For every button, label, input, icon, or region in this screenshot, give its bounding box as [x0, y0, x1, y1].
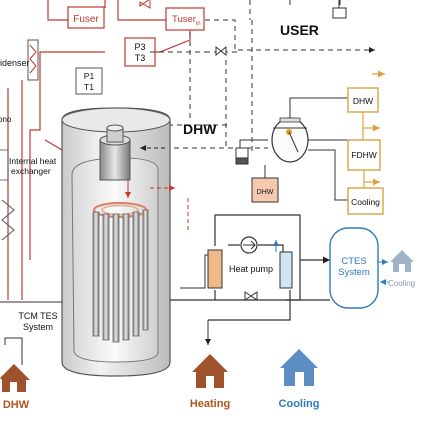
tcm-tes-system: TCM TES System — [0, 301, 62, 365]
internal-heat-label-1: Internal heat — [9, 156, 57, 166]
tank-icon — [271, 117, 309, 163]
ctes-label-2: System — [338, 267, 370, 278]
house-icon-ctes — [390, 250, 414, 272]
heat-pump-condenser — [207, 249, 223, 289]
valve-icon — [244, 291, 258, 301]
bottom-heating-label: Heating — [190, 398, 230, 410]
house-icon-heating — [192, 354, 228, 388]
t1-label: T1 — [84, 82, 94, 92]
storage-tank — [61, 107, 189, 377]
user-label: USER — [280, 22, 319, 38]
pump-icon — [240, 236, 258, 254]
tcm-tes-label-1: TCM TES — [18, 311, 57, 321]
dhw-main-label: DHW — [183, 121, 217, 137]
internal-heat-label-2: exchanger — [11, 166, 51, 176]
cooling-box-label: Cooling — [351, 197, 380, 207]
condenser: idenser — [0, 39, 39, 81]
p3-label: P3 — [134, 42, 145, 52]
valve-icon-top — [215, 45, 227, 57]
top-right-sensor-icon — [332, 0, 347, 19]
dhw-small-label: DHW — [257, 189, 274, 196]
tuser-box: Tuserin — [165, 7, 205, 31]
p1-label: P1 — [84, 71, 95, 81]
internal-heat-exchanger-left: Internal heat exchanger — [0, 149, 57, 241]
tcm-tes-label-2: System — [23, 322, 53, 332]
orange-arrows — [362, 70, 385, 188]
red-flow-arrows — [125, 180, 189, 230]
gauge-icon — [235, 147, 249, 165]
ctes-label-1: CTES — [341, 256, 366, 267]
red-piping-left — [7, 0, 191, 300]
valve-icon — [139, 0, 151, 9]
bottom-dhw-label: DHW — [3, 399, 30, 411]
house-icon-dhw — [0, 364, 30, 392]
heat-pump-loop — [170, 214, 330, 345]
heat-pump-label: Heat pump — [229, 264, 273, 274]
left-partial-label: ono — [0, 115, 12, 124]
dhw-small-box: DHW — [251, 165, 279, 203]
t3-label: T3 — [135, 53, 146, 63]
heat-pump-evaporator — [279, 251, 293, 289]
dhw-box-right: DHW — [347, 87, 379, 113]
cooling-gray-label: Cooling — [388, 279, 415, 288]
fdhw-label: FDHW — [351, 150, 377, 160]
fuser-box: Fuser — [67, 6, 105, 29]
condenser-label: idenser — [0, 58, 30, 68]
tank-connection-lines — [239, 97, 348, 201]
heater-rods — [92, 209, 149, 343]
fdhw-box: FDHW — [347, 139, 381, 171]
cooling-box: Cooling — [347, 187, 384, 215]
house-icon-cooling — [280, 349, 318, 386]
dhw-box-right-label: DHW — [353, 96, 373, 106]
fuser-label: Fuser — [73, 14, 99, 25]
ctes-system: CTES System — [329, 227, 379, 309]
bottom-cooling-label: Cooling — [279, 398, 320, 410]
tuser-label: Tuserin — [172, 14, 201, 27]
p1t1-box: P1 T1 — [75, 67, 103, 95]
